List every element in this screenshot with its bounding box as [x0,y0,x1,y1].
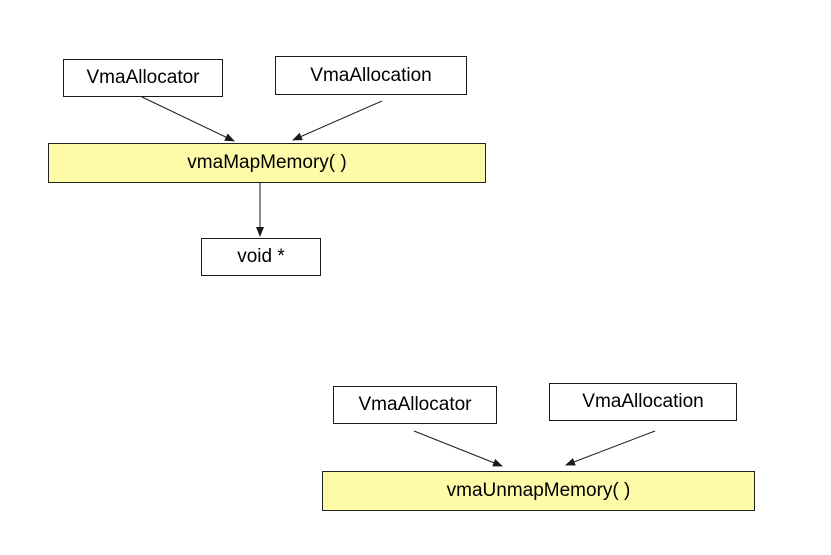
allocator-input-box: VmaAllocator [63,59,223,97]
allocation-input-box-2: VmaAllocation [549,383,737,421]
arrow-allocation-to-map [292,100,383,141]
allocator-input-box-2: VmaAllocator [333,386,497,424]
void-pointer-output-box: void * [201,238,321,276]
unmap-memory-function-box: vmaUnmapMemory( ) [322,471,755,511]
arrow-allocator-to-unmap [413,430,503,467]
map-memory-function-box: vmaMapMemory( ) [48,143,486,183]
allocation-input-box: VmaAllocation [275,56,467,95]
arrow-allocation-to-unmap [565,430,656,466]
arrow-allocator-to-map [141,96,235,142]
